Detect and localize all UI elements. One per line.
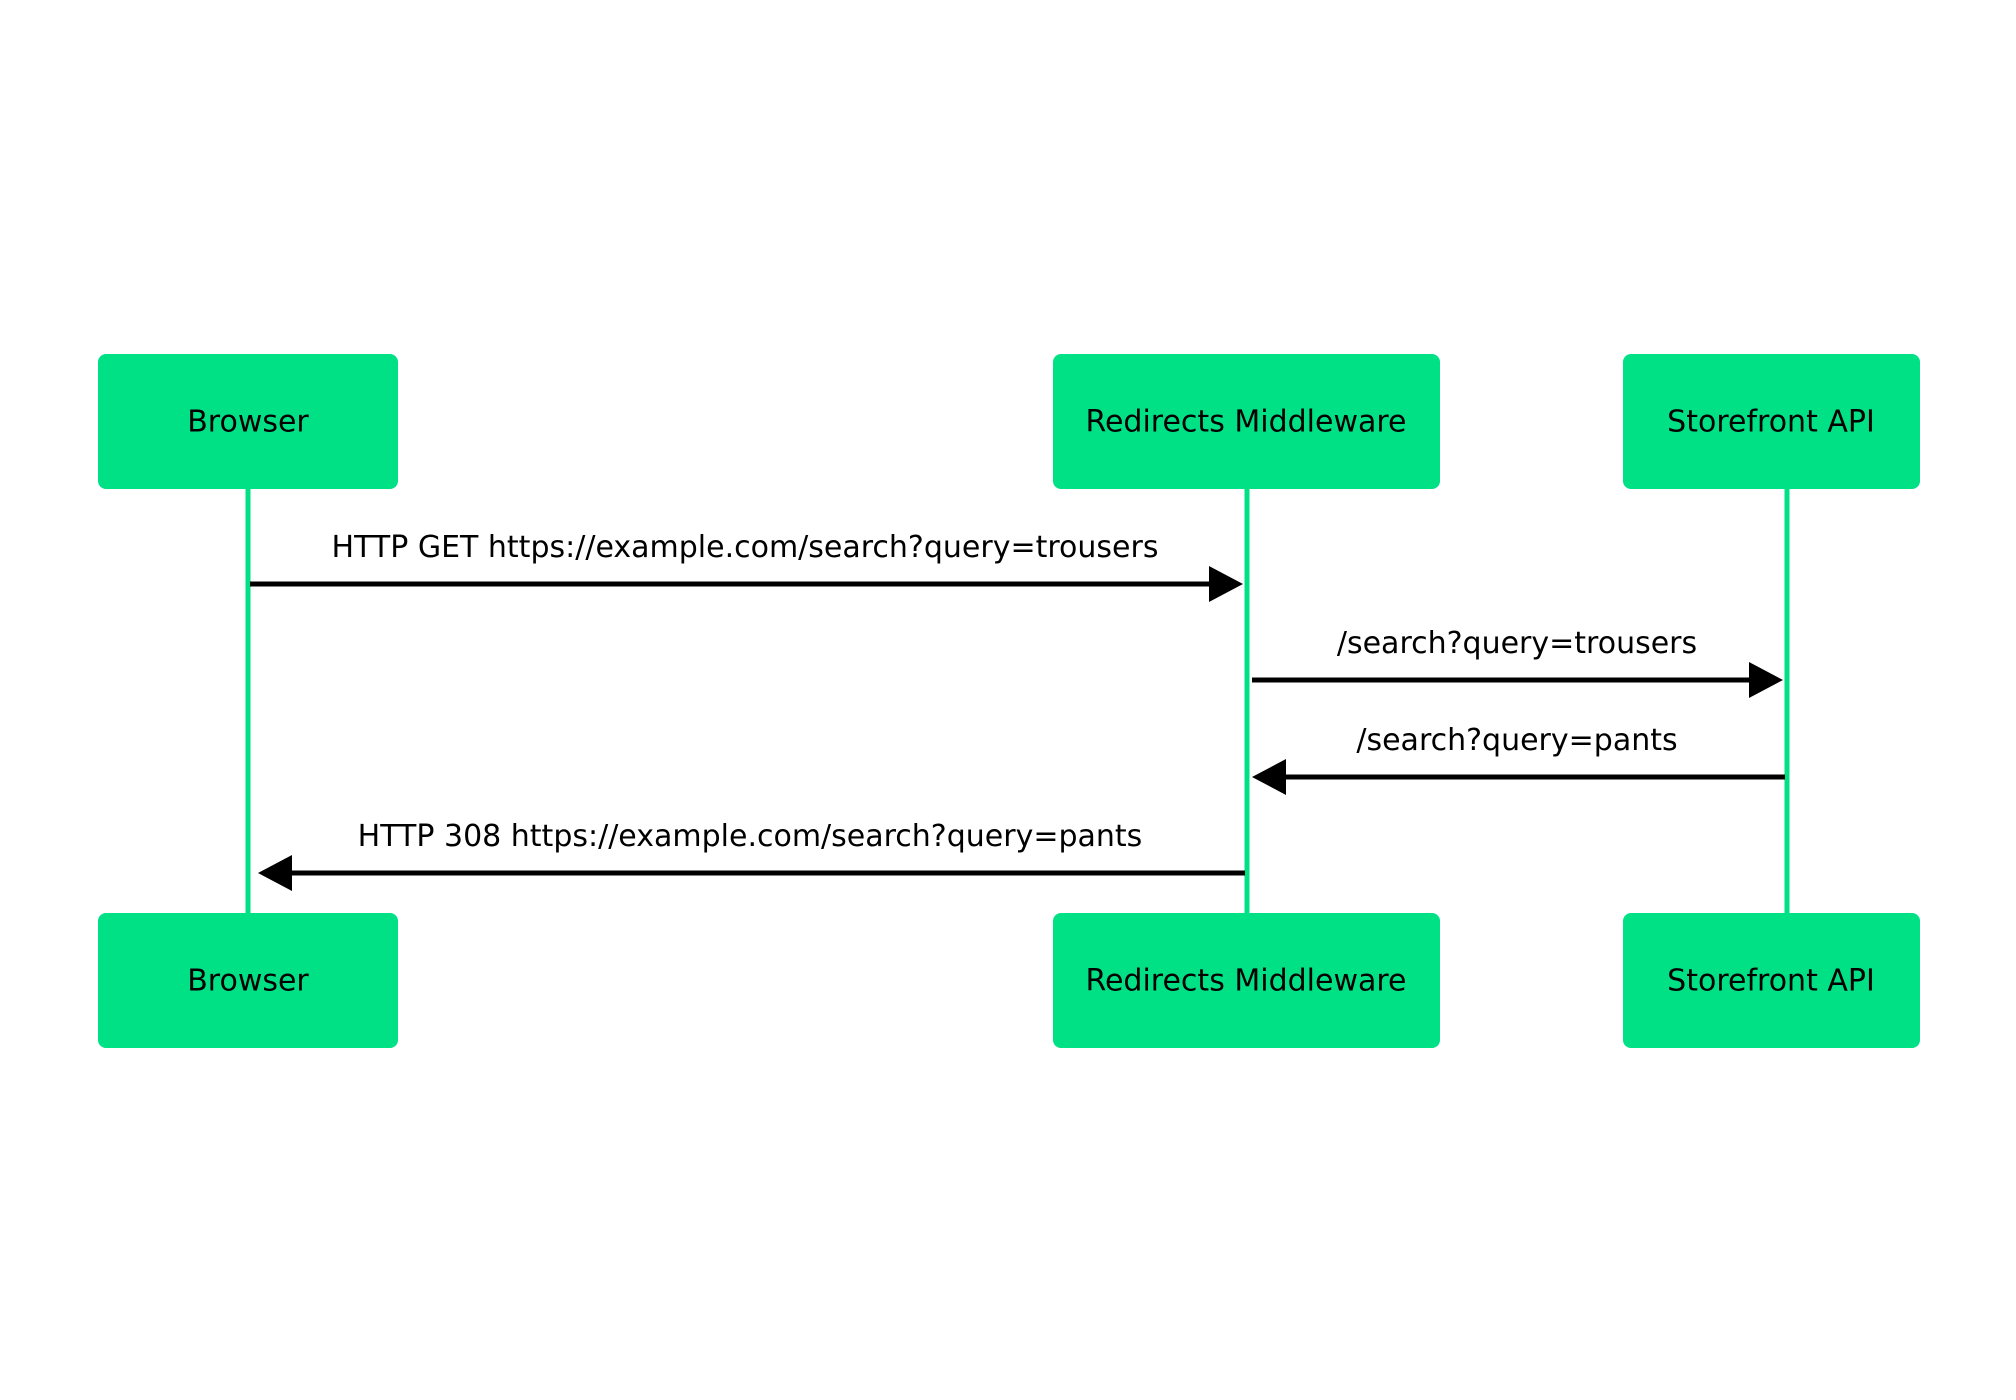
participant-label-browser-top: Browser [187, 405, 309, 440]
participant-box-redirects-middleware-bottom[interactable] [1053, 913, 1440, 1048]
message-arrowhead-right-2 [1749, 662, 1783, 698]
participant-box-browser-bottom[interactable] [98, 913, 398, 1048]
participant-box-storefront-api-top[interactable] [1623, 354, 1920, 489]
message-label-3: /search?query=pants [1356, 723, 1677, 758]
participant-redirects-middleware-top[interactable]: Redirects Middleware [1053, 354, 1440, 489]
message-3: /search?query=pants [1252, 723, 1785, 795]
participant-label-redirects-middleware-bottom: Redirects Middleware [1085, 964, 1406, 999]
message-2: /search?query=trousers [1252, 626, 1783, 698]
message-label-4: HTTP 308 https://example.com/search?quer… [358, 819, 1143, 854]
message-label-2: /search?query=trousers [1337, 626, 1697, 661]
message-4: HTTP 308 https://example.com/search?quer… [258, 819, 1245, 891]
participant-label-redirects-middleware-top: Redirects Middleware [1085, 405, 1406, 440]
participant-box-browser-top[interactable] [98, 354, 398, 489]
message-arrowhead-left-4 [258, 855, 292, 891]
participants-top: Browser Redirects Middleware Storefront … [98, 354, 1920, 489]
participant-browser-top[interactable]: Browser [98, 354, 398, 489]
participant-label-browser-bottom: Browser [187, 964, 309, 999]
message-arrowhead-left-3 [1252, 759, 1286, 795]
participant-box-redirects-middleware-top[interactable] [1053, 354, 1440, 489]
message-label-1: HTTP GET https://example.com/search?quer… [332, 530, 1159, 565]
participant-browser-bottom[interactable]: Browser [98, 913, 398, 1048]
participant-label-storefront-api-bottom: Storefront API [1667, 964, 1875, 999]
participant-redirects-middleware-bottom[interactable]: Redirects Middleware [1053, 913, 1440, 1048]
message-arrowhead-right-1 [1209, 566, 1243, 602]
participant-box-storefront-api-bottom[interactable] [1623, 913, 1920, 1048]
participant-storefront-api-top[interactable]: Storefront API [1623, 354, 1920, 489]
participant-label-storefront-api-top: Storefront API [1667, 405, 1875, 440]
message-1: HTTP GET https://example.com/search?quer… [250, 530, 1243, 602]
participant-storefront-api-bottom[interactable]: Storefront API [1623, 913, 1920, 1048]
lifelines [245, 489, 1790, 913]
participants-bottom: Browser Redirects Middleware Storefront … [98, 913, 1920, 1048]
